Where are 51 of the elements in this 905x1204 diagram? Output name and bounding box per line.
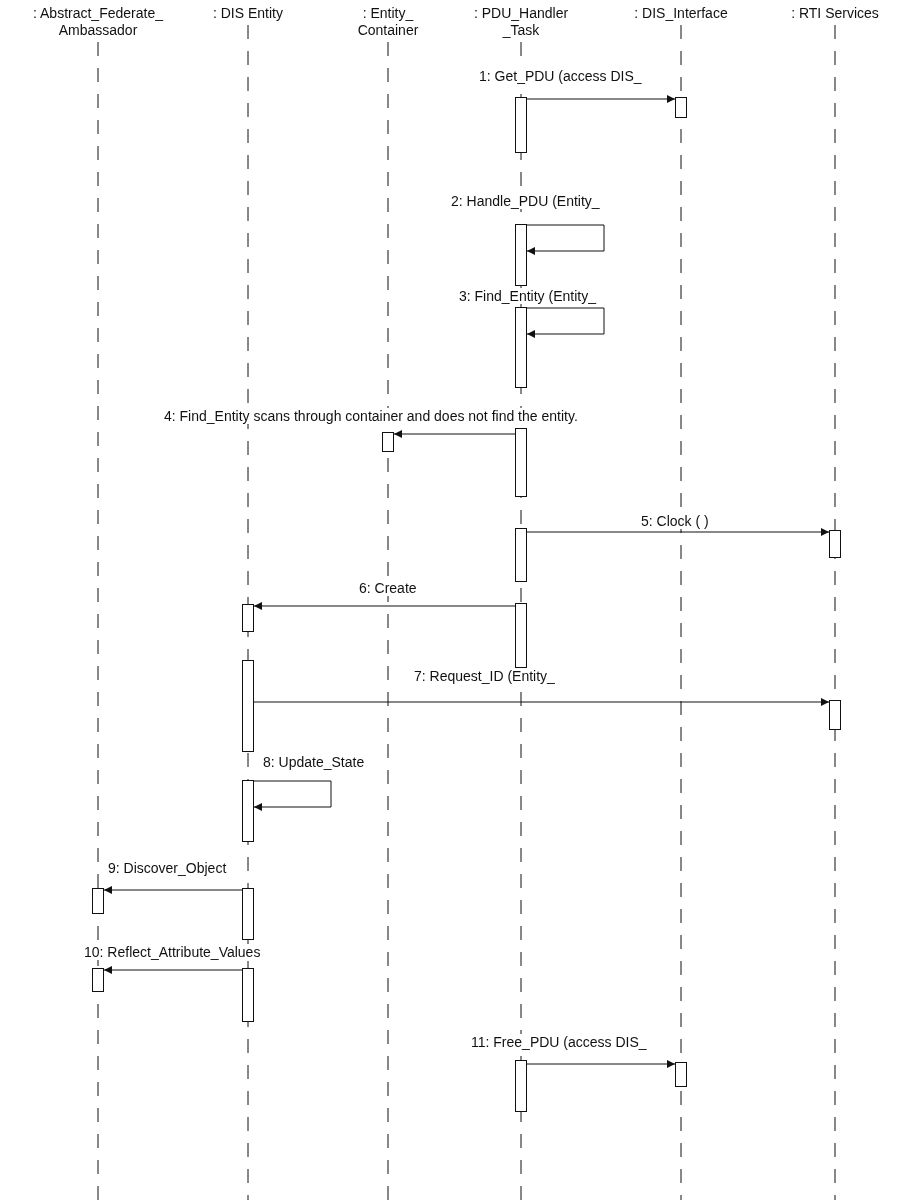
- activation-bar: [829, 530, 841, 558]
- message-arrow: [526, 1060, 676, 1068]
- lifeline-header: : Entity_ Container: [350, 5, 426, 39]
- activation-bar: [92, 968, 104, 992]
- lifeline: [834, 24, 836, 1201]
- edge-label: 3: Find_Entity (Entity_: [458, 288, 597, 304]
- lifeline-header: : DIS_Interface: [626, 5, 736, 22]
- activation-bar: [675, 1062, 687, 1087]
- edge-label: 10: Reflect_Attribute_Values: [83, 944, 262, 960]
- lifeline-header: : Abstract_Federate_ Ambassador: [30, 5, 166, 39]
- activation-bar: [515, 1060, 527, 1112]
- lifeline-header: : PDU_Handler _Task: [471, 5, 571, 39]
- message-arrow: [103, 886, 243, 894]
- edge-label: 7: Request_ID (Entity_: [413, 668, 556, 684]
- lifeline-header: : RTI Services: [785, 5, 885, 22]
- edge-label: 8: Update_State: [262, 754, 366, 770]
- message-arrow: [253, 780, 332, 811]
- activation-bar: [829, 700, 841, 730]
- edge-label: 9: Discover_Object: [107, 860, 228, 876]
- activation-bar: [515, 307, 527, 388]
- message-arrow: [253, 698, 830, 706]
- message-arrow: [526, 528, 830, 536]
- activation-bar: [515, 97, 527, 153]
- lifeline: [680, 24, 682, 1201]
- activation-bar: [242, 968, 254, 1022]
- activation-bar: [242, 604, 254, 632]
- edge-label: 5: Clock ( ): [640, 513, 710, 529]
- message-arrow: [526, 95, 676, 103]
- activation-bar: [515, 603, 527, 668]
- edge-label: 6: Create: [358, 580, 418, 596]
- message-arrow: [253, 602, 516, 610]
- message-arrow: [393, 430, 516, 438]
- edge-label: 2: Handle_PDU (Entity_: [450, 193, 601, 209]
- edge-label: 1: Get_PDU (access DIS_: [478, 68, 643, 84]
- activation-bar: [242, 780, 254, 842]
- lifeline: [387, 41, 389, 1201]
- message-arrow: [526, 307, 605, 338]
- activation-bar: [242, 660, 254, 752]
- lifeline: [97, 41, 99, 1201]
- activation-bar: [515, 224, 527, 286]
- activation-bar: [515, 428, 527, 497]
- activation-bar: [675, 97, 687, 118]
- message-arrow: [103, 966, 243, 974]
- activation-bar: [382, 432, 394, 452]
- edge-label: 11: Free_PDU (access DIS_: [470, 1034, 648, 1050]
- edge-label: 4: Find_Entity scans through container and does not find the entity.: [163, 408, 579, 424]
- activation-bar: [92, 888, 104, 914]
- message-arrow: [526, 224, 605, 255]
- activation-bar: [242, 888, 254, 940]
- activation-bar: [515, 528, 527, 582]
- lifeline-header: : DIS Entity: [208, 5, 288, 22]
